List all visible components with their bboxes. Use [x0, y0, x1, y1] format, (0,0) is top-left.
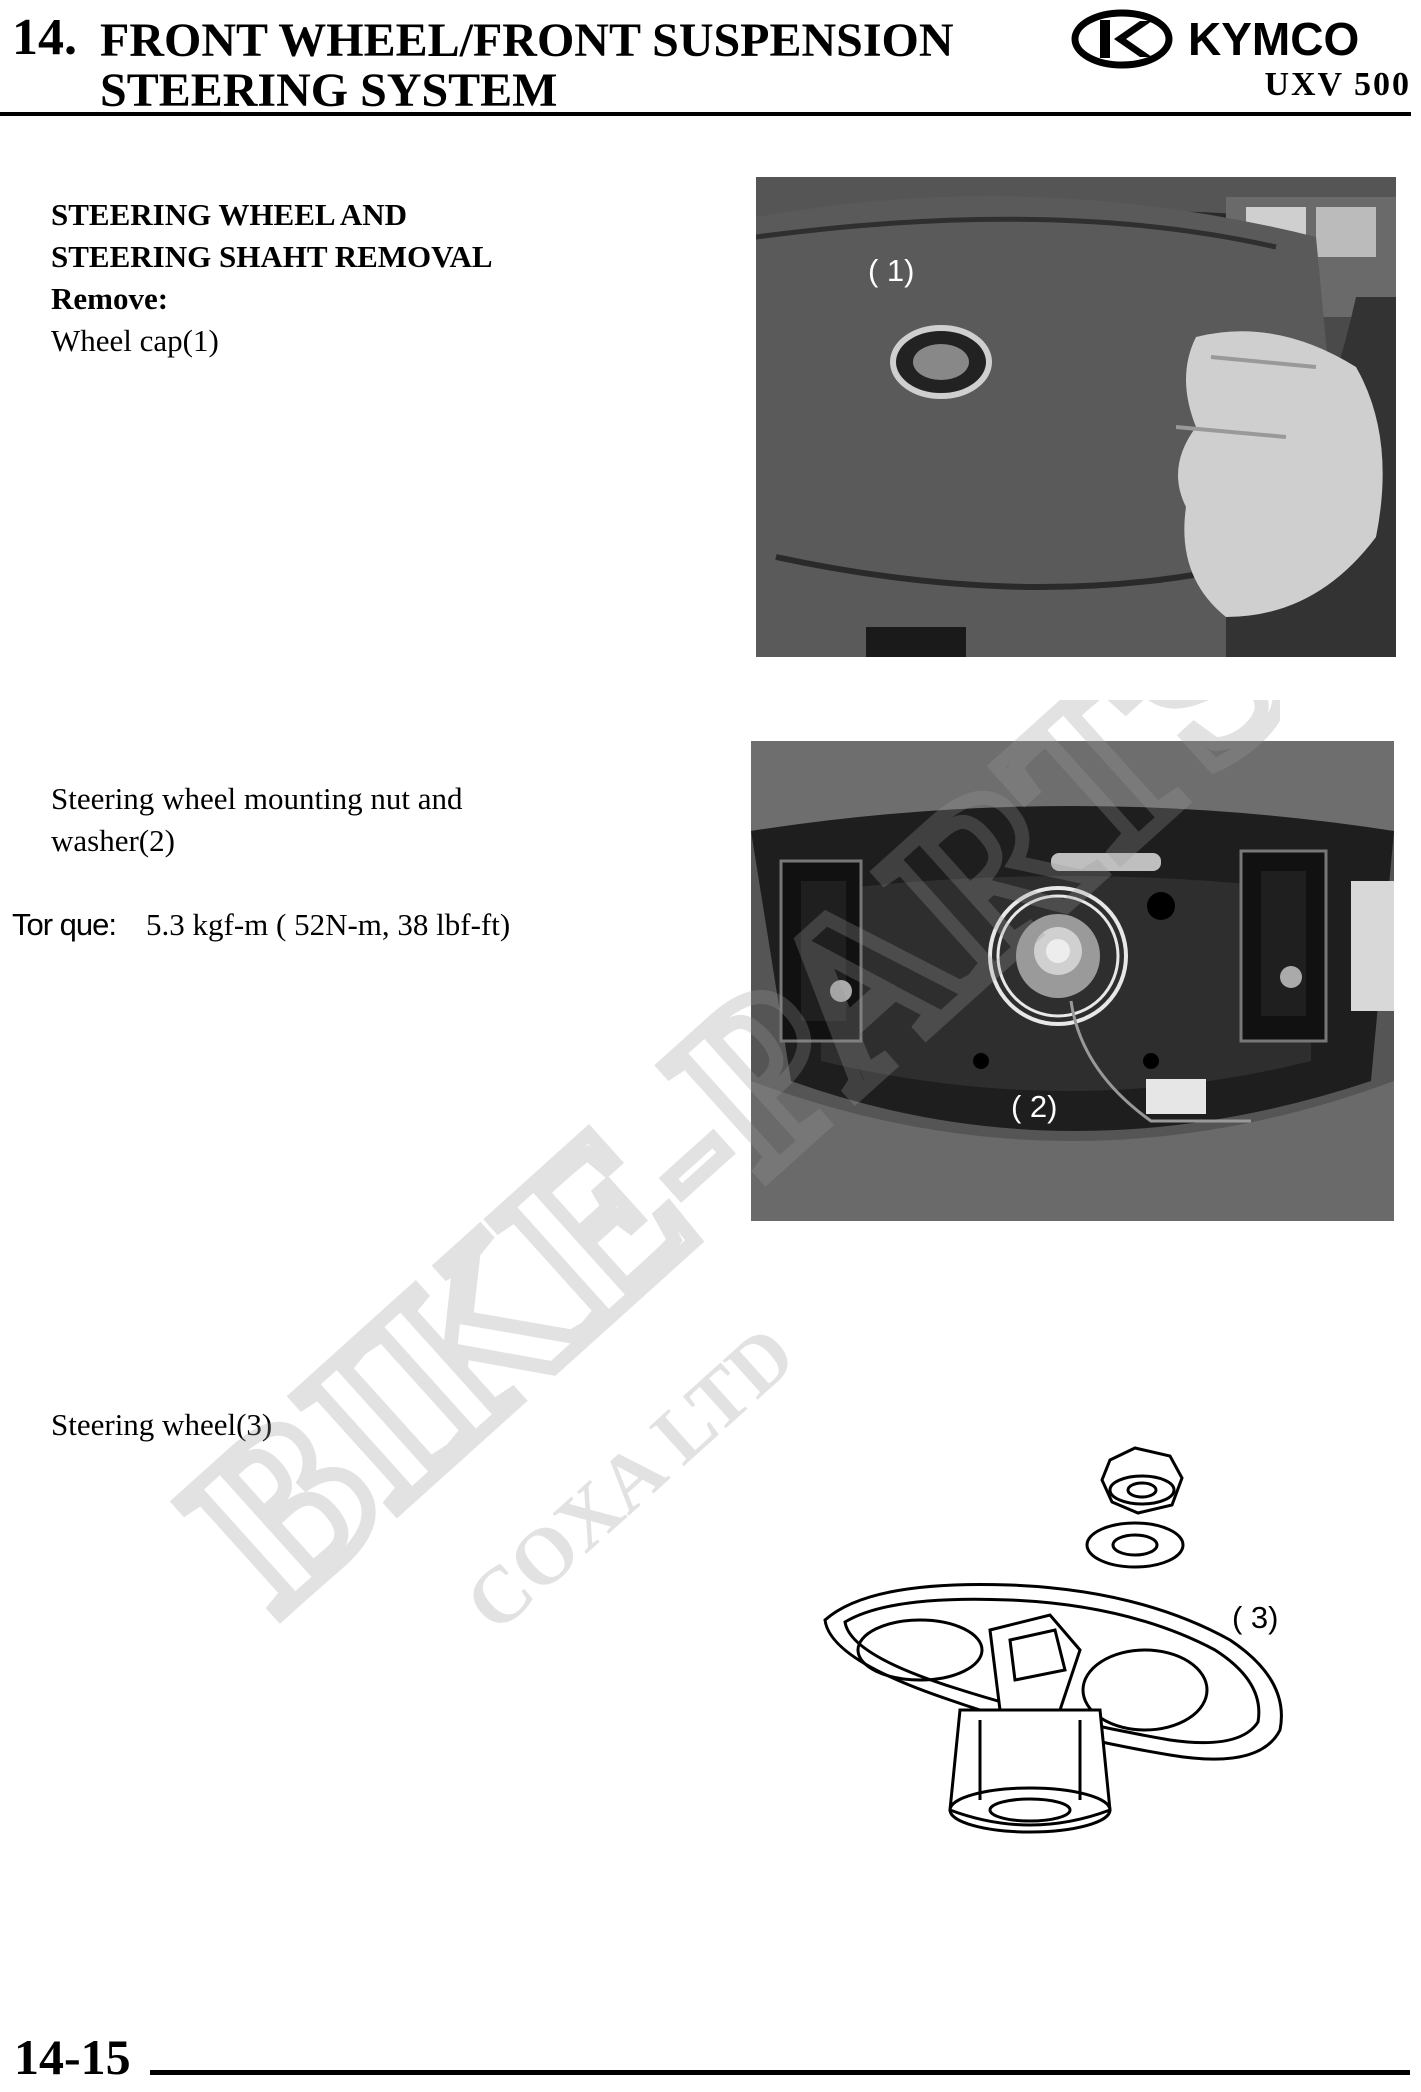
- step-mounting-nut-line1: Steering wheel mounting nut and: [51, 781, 463, 816]
- page-number: 14-15: [14, 2029, 131, 2085]
- chapter-number: 14.: [12, 9, 77, 66]
- kymco-logo: KYMCO: [1071, 9, 1359, 69]
- section-heading-line1: STEERING WHEEL AND: [51, 197, 408, 232]
- photo-wheel-cap: ( 1): [756, 177, 1396, 657]
- remove-label: Remove:: [51, 281, 169, 316]
- callout-2: ( 2): [1011, 1089, 1058, 1124]
- footer-rule: [150, 2070, 1410, 2075]
- chapter-title-line2: STEERING SYSTEM: [100, 64, 558, 117]
- watermark-line2: COXA LTD: [449, 1310, 811, 1649]
- photo-mounting-nut: ( 2): [751, 741, 1394, 1221]
- section-heading-line2: STEERING SHAHT REMOVAL: [51, 239, 493, 274]
- header-rule: [0, 112, 1411, 116]
- step-steering-wheel: Steering wheel(3): [51, 1407, 273, 1442]
- chapter-title-line1: FRONT WHEEL/FRONT SUSPENSION: [100, 14, 954, 67]
- drawing-steering-wheel: [823, 1446, 1283, 1834]
- torque-value: 5.3 kgf-m ( 52N-m, 38 lbf-ft): [146, 907, 511, 942]
- chapter-title: FRONT WHEEL/FRONT SUSPENSION STEERING SY…: [100, 16, 954, 116]
- step-wheel-cap: Wheel cap(1): [51, 323, 219, 358]
- model-name: UXV 500: [1264, 66, 1411, 103]
- step-mounting-nut-line2: washer(2): [51, 823, 175, 858]
- callout-1: ( 1): [868, 253, 915, 288]
- brand-name: KYMCO: [1188, 13, 1359, 65]
- callout-3: ( 3): [1232, 1600, 1279, 1635]
- torque-label: Tor que:: [12, 907, 117, 942]
